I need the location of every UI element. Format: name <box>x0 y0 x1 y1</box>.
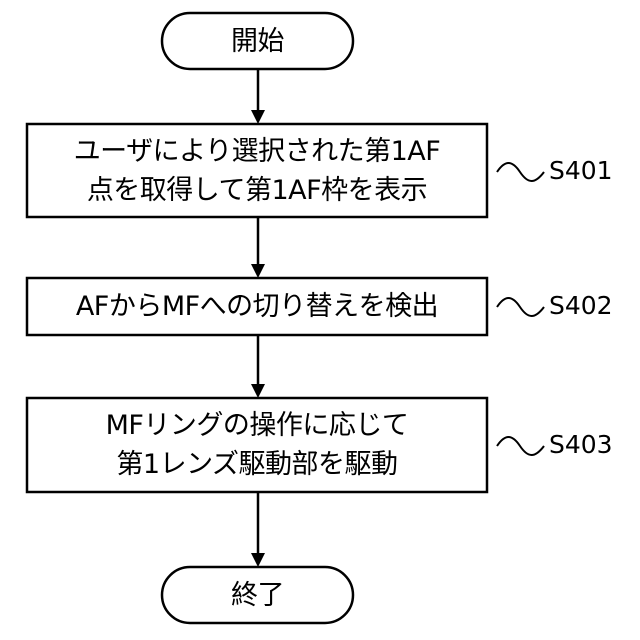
process-line: AFからMFへの切り替えを検出 <box>76 287 438 326</box>
leader-squiggle-s402 <box>497 298 544 316</box>
process-line: MFリングの操作に応じて <box>106 406 409 445</box>
end-label: 終了 <box>162 567 353 623</box>
process-text-s401: ユーザにより選択された第1AF 点を取得して第1AF枠を表示 <box>27 124 487 217</box>
process-text-s403: MFリングの操作に応じて 第1レンズ駆動部を駆動 <box>27 398 487 492</box>
step-ref-s402: S402 <box>549 291 613 321</box>
start-label-text: 開始 <box>231 22 284 61</box>
leader-squiggle-s401 <box>497 163 544 181</box>
process-line: 第1レンズ駆動部を駆動 <box>116 445 397 484</box>
step-ref-s401: S401 <box>549 156 613 186</box>
process-line: ユーザにより選択された第1AF <box>74 132 441 171</box>
end-label-text: 終了 <box>231 576 284 615</box>
arrowhead-icon <box>251 264 265 278</box>
arrowhead-icon <box>251 110 265 124</box>
arrowhead-icon <box>251 553 265 567</box>
arrowhead-icon <box>251 384 265 398</box>
leader-squiggle-s403 <box>497 437 544 455</box>
process-text-s402: AFからMFへの切り替えを検出 <box>27 278 487 335</box>
process-line: 点を取得して第1AF枠を表示 <box>87 171 427 210</box>
start-label: 開始 <box>162 13 353 69</box>
step-ref-s403: S403 <box>549 430 613 460</box>
